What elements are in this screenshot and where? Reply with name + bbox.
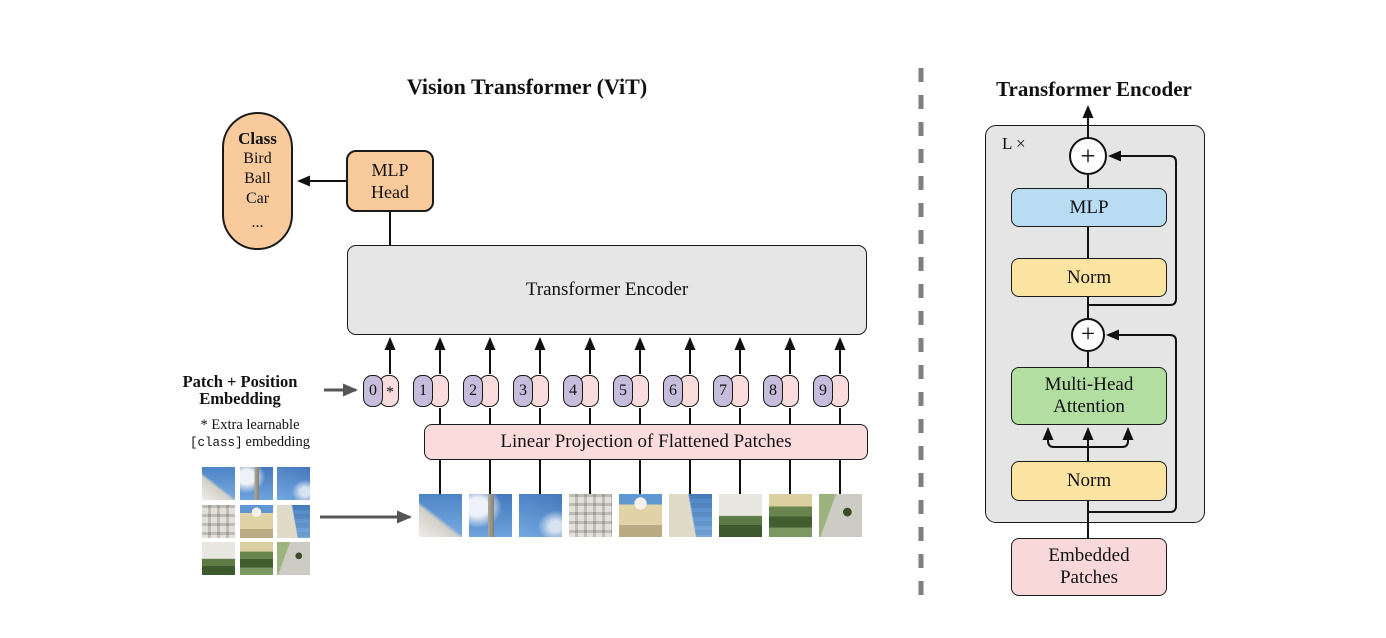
- class-item: Ball: [244, 170, 271, 187]
- class-item-ellipsis: ...: [251, 214, 264, 231]
- token-0: 0*: [363, 375, 401, 407]
- grid-patch-6: [277, 504, 310, 538]
- image-patch-2: [468, 494, 512, 537]
- class-heading: Class: [238, 129, 277, 148]
- left-title: Vision Transformer (ViT): [406, 74, 648, 99]
- norm-block-lower: Norm: [1011, 461, 1167, 501]
- token-4-position: 4: [563, 375, 583, 407]
- multi-head-attention-block: Multi-Head Attention: [1011, 367, 1167, 425]
- layers-label: L ×: [1002, 134, 1026, 153]
- token-4: 4: [563, 375, 601, 407]
- token-8: 8: [763, 375, 801, 407]
- token-2-position: 2: [463, 375, 483, 407]
- norm-block-upper: Norm: [1011, 258, 1167, 297]
- token-2: 2: [463, 375, 501, 407]
- image-patch-5: [618, 494, 662, 537]
- class-token-code: [class]: [190, 436, 243, 450]
- residual-add-upper: +: [1069, 137, 1107, 175]
- grid-patch-7: [202, 542, 235, 575]
- right-title: Transformer Encoder: [996, 77, 1192, 101]
- token-5: 5: [613, 375, 651, 407]
- grid-patch-4: [202, 504, 235, 538]
- mlp-head-block: MLP Head: [346, 150, 434, 212]
- image-patch-3: [518, 494, 562, 537]
- grid-patch-8: [239, 542, 273, 575]
- patch-position-embedding-label: Patch + Position Embedding: [182, 372, 298, 408]
- grid-patch-5: [239, 504, 273, 538]
- embedded-patches-block: Embedded Patches: [1011, 538, 1167, 596]
- token-6-position: 6: [663, 375, 683, 407]
- class-item: Car: [245, 190, 270, 207]
- class-item: Bird: [243, 150, 272, 167]
- token-1: 1: [413, 375, 451, 407]
- grid-patch-3: [277, 467, 310, 500]
- token-8-position: 8: [763, 375, 783, 407]
- token-7-position: 7: [713, 375, 733, 407]
- image-patch-7: [718, 494, 762, 537]
- grid-patch-9: [277, 542, 310, 575]
- image-patch-1: [418, 494, 462, 537]
- note-line1: * Extra learnable: [200, 417, 300, 433]
- image-patch-4: [568, 494, 612, 537]
- token-9-position: 9: [813, 375, 833, 407]
- token-0-position: 0: [363, 375, 383, 407]
- token-3: 3: [513, 375, 551, 407]
- note-line2: [class]embedding: [190, 434, 310, 450]
- class-embedding-note: * Extra learnable [class]embedding: [168, 417, 332, 452]
- grid-patch-2: [239, 467, 273, 500]
- image-patch-6: [668, 494, 712, 537]
- token-3-position: 3: [513, 375, 533, 407]
- image-patch-9: [818, 494, 862, 537]
- linear-projection-block: Linear Projection of Flattened Patches: [424, 424, 868, 460]
- transformer-encoder-block: Transformer Encoder: [347, 245, 867, 335]
- token-7: 7: [713, 375, 751, 407]
- input-image-grid: [202, 467, 310, 575]
- token-9: 9: [813, 375, 851, 407]
- token-1-position: 1: [413, 375, 433, 407]
- token-5-position: 5: [613, 375, 633, 407]
- residual-add-lower: +: [1071, 318, 1105, 352]
- image-patch-8: [768, 494, 812, 537]
- token-6: 6: [663, 375, 701, 407]
- class-output-list: Class Bird Ball Car ...: [222, 112, 293, 250]
- mlp-block: MLP: [1011, 188, 1167, 227]
- grid-patch-1: [202, 467, 235, 500]
